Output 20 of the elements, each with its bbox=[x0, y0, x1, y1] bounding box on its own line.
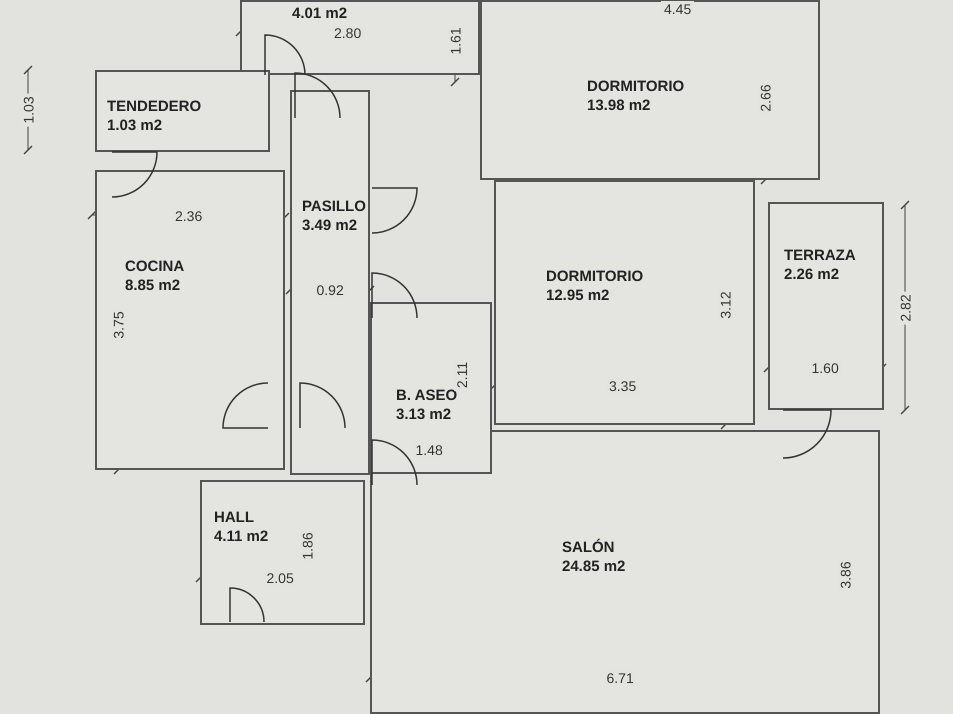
room-outline bbox=[494, 180, 755, 425]
room-label: DORMITORIO 12.95 m2 bbox=[546, 267, 644, 305]
room-outline bbox=[480, 0, 820, 180]
room-label: PASILLO 3.49 m2 bbox=[302, 197, 366, 235]
room-label: COCINA 8.85 m2 bbox=[125, 257, 184, 295]
dimension-label: 4.45 bbox=[661, 1, 694, 17]
room-label: SALÓN 24.85 m2 bbox=[562, 538, 626, 576]
room-outline bbox=[290, 90, 370, 475]
room-outline bbox=[370, 302, 492, 474]
room-label: DORMITORIO 13.98 m2 bbox=[587, 77, 684, 115]
room-label: TENDEDERO 1.03 m2 bbox=[107, 97, 202, 135]
room-label: 4.01 m2 bbox=[292, 4, 348, 23]
room-outline bbox=[240, 0, 480, 75]
room-label: HALL 4.11 m2 bbox=[214, 508, 268, 546]
room-outline bbox=[95, 170, 285, 470]
room-outline bbox=[95, 70, 270, 152]
room-outline bbox=[370, 430, 880, 714]
room-outline bbox=[200, 480, 365, 625]
room-outline bbox=[768, 202, 884, 410]
room-label: TERRAZA 2.26 m2 bbox=[784, 246, 856, 284]
